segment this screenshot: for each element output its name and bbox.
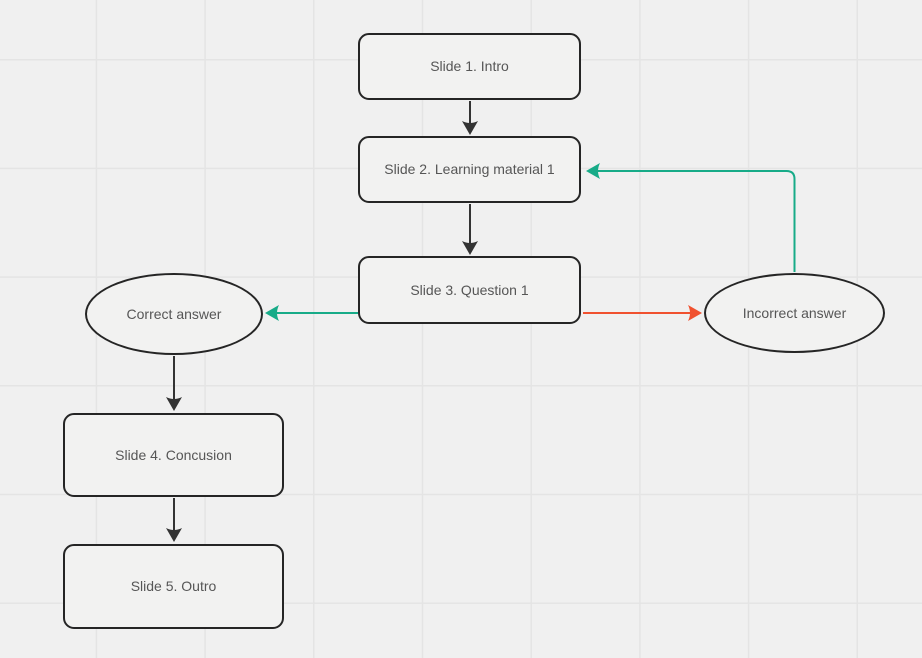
node-slide-2-learning-material[interactable]: Slide 2. Learning material 1 <box>358 136 581 203</box>
node-slide-3-question[interactable]: Slide 3. Question 1 <box>358 256 581 324</box>
node-label: Slide 2. Learning material 1 <box>384 161 555 178</box>
edge-incorrect-slide2[interactable] <box>586 163 796 272</box>
node-label: Incorrect answer <box>742 304 847 321</box>
node-label: Slide 1. Intro <box>430 58 509 75</box>
node-correct-answer[interactable]: Correct answer <box>85 273 263 355</box>
node-slide-4-conclusion[interactable]: Slide 4. Concusion <box>63 413 284 497</box>
node-slide-5-outro[interactable]: Slide 5. Outro <box>63 544 284 629</box>
node-label: Slide 5. Outro <box>130 578 217 595</box>
node-label: Slide 3. Question 1 <box>410 281 529 298</box>
node-slide-1-intro[interactable]: Slide 1. Intro <box>358 33 581 100</box>
node-label: Correct answer <box>126 305 222 322</box>
node-incorrect-answer[interactable]: Incorrect answer <box>704 273 885 353</box>
node-label: Slide 4. Concusion <box>115 446 232 463</box>
